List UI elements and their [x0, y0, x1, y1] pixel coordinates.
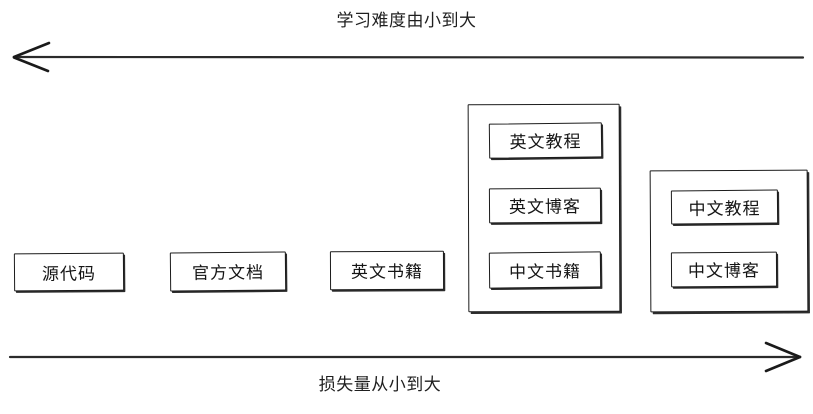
node-label: 官方文档 [191, 263, 265, 284]
arrow-left-icon [12, 41, 805, 73]
bottom-axis-label: 损失量从小到大 [318, 375, 442, 395]
arrow-right-icon [8, 341, 802, 373]
node-chinese-tutorial[interactable]: 中文教程 [670, 189, 779, 225]
node-label: 中文博客 [687, 261, 761, 282]
node-chinese-blog[interactable]: 中文博客 [670, 251, 778, 288]
node-label: 英文教程 [509, 132, 582, 153]
node-chinese-books[interactable]: 中文书籍 [488, 251, 602, 289]
node-english-tutorial[interactable]: 英文教程 [488, 122, 603, 159]
node-official-docs[interactable]: 官方文档 [169, 251, 287, 292]
node-label: 中文书籍 [508, 261, 582, 283]
node-label: 英文书籍 [350, 262, 424, 283]
node-label: 英文博客 [508, 197, 582, 218]
node-source-code[interactable]: 源代码 [13, 252, 125, 292]
top-axis-label: 学习难度由小到大 [336, 11, 477, 31]
node-english-books[interactable]: 英文书籍 [329, 250, 445, 291]
node-label: 源代码 [41, 263, 97, 285]
node-label: 中文教程 [688, 198, 761, 220]
node-english-blog[interactable]: 英文博客 [488, 187, 602, 224]
